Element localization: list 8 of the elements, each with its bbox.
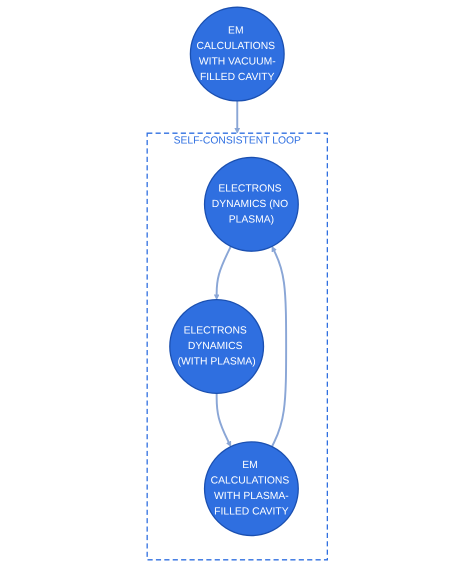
- arrow: [215, 393, 231, 447]
- node-circle: EM CALCULATIONS WITH PLASMA-FILLED CAVITY: [204, 441, 299, 536]
- arrow: [214, 246, 232, 300]
- node-circle: EM CALCULATIONS WITH VACUUM-FILLED CAVITY: [189, 6, 284, 102]
- node-circle: ELECTRONS DYNAMICS (NO PLASMA): [204, 156, 299, 252]
- arrow: [270, 246, 287, 448]
- node-circle: ELECTRONS DYNAMICS (WITH PLASMA): [168, 299, 264, 394]
- arrow: [234, 100, 240, 134]
